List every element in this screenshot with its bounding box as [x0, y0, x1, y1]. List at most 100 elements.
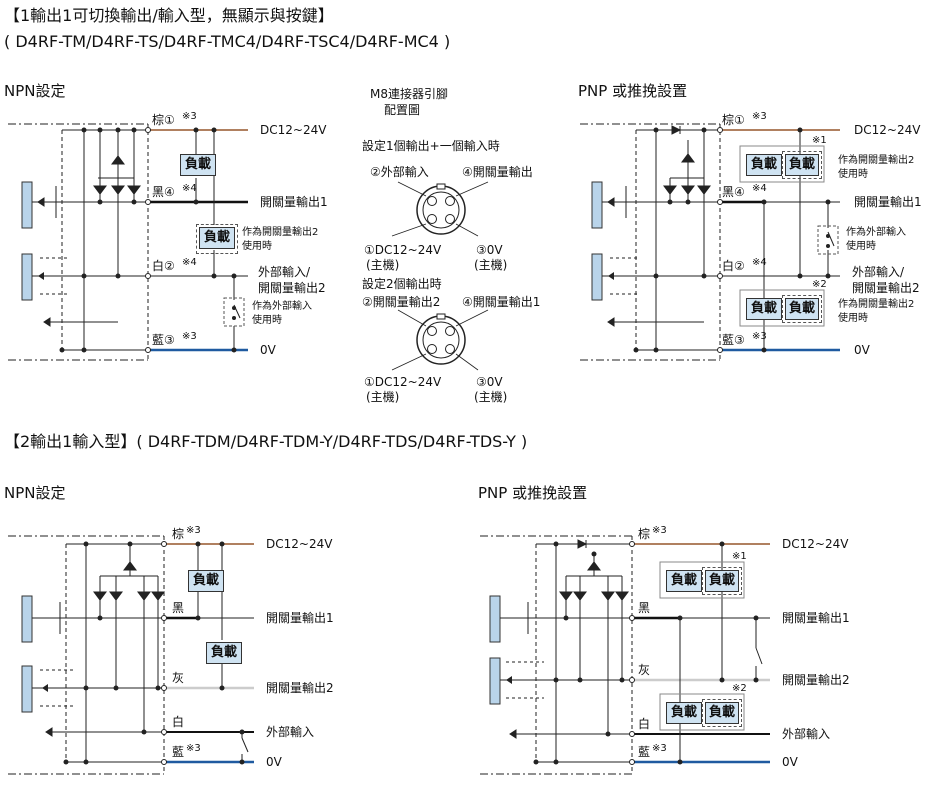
note-as-out2-a: 作為開關量輸出2 — [838, 299, 915, 310]
load-box: 負載 — [180, 154, 216, 176]
terminal-0v: 0V — [854, 343, 870, 357]
terminal-out2: 開關量輸出2 — [266, 681, 334, 695]
wire-white-2: 白② — [722, 259, 745, 273]
note3-1: ※3 — [182, 111, 197, 122]
section-pnp-2: PNP 或推挽設置 — [478, 484, 588, 502]
wire-black-3: 黑 — [172, 601, 185, 615]
note3-3b: ※3 — [186, 743, 201, 754]
wire-gray-4: 灰 — [638, 663, 651, 677]
pin4-out1: ④開關量輸出1 — [462, 295, 541, 309]
host-d: (主機) — [474, 390, 508, 404]
npn-diagram-2 — [8, 535, 254, 775]
terminal-out2: 開關量輸出2 — [782, 673, 850, 687]
note3-2: ※3 — [752, 111, 767, 122]
connector-title-a: M8連接器引腳 — [370, 87, 448, 101]
wire-white-3: 白 — [172, 715, 185, 729]
pin3-a: ③0V — [476, 243, 503, 257]
wire-black-1: 黑④ — [152, 185, 175, 199]
pnp-diagram-2 — [480, 535, 770, 775]
section-npn-2: NPN設定 — [4, 484, 66, 502]
note3-4b: ※3 — [652, 743, 667, 754]
pin1-b: ①DC12~24V — [364, 375, 442, 389]
note-as-in-b: 使用時 — [846, 241, 876, 252]
wire-white-4: 白 — [638, 717, 651, 731]
connector-setting1: 設定1個輸出+一個輸入時 — [362, 139, 500, 153]
host-c: (主機) — [366, 390, 400, 404]
load-box: 負載 — [746, 154, 782, 176]
note4-2: ※4 — [752, 183, 767, 194]
wire-brown-3: 棕 — [172, 527, 185, 541]
terminal-dc: DC12~24V — [854, 123, 921, 137]
note4-1b: ※4 — [182, 257, 197, 268]
note-as-out2-a: 作為開關量輸出2 — [242, 227, 319, 238]
terminal-ext-in-a: 外部輸入/ — [258, 265, 311, 279]
terminal-dc: DC12~24V — [782, 537, 849, 551]
note4-1: ※4 — [182, 183, 197, 194]
wire-brown-4: 棕 — [638, 527, 651, 541]
note2-4: ※2 — [732, 683, 747, 694]
pin2-out2: ②開關量輸出2 — [362, 295, 441, 309]
wire-blue-1: 藍③ — [152, 333, 175, 347]
load-box: 負載 — [666, 702, 702, 724]
terminal-dc: DC12~24V — [266, 537, 333, 551]
pin4-out: ④開關量輸出 — [462, 165, 533, 179]
terminal-out1: 開關量輸出1 — [854, 195, 922, 209]
npn-diagram-1 — [8, 123, 248, 361]
header2-title: 【2輸出1輸入型】( D4RF-TDM/D4RF-TDM-Y/D4RF-TDS/… — [4, 432, 528, 451]
wire-white-1: 白② — [152, 259, 175, 273]
load-box: 負載 — [705, 570, 739, 592]
load-box: 負載 — [785, 298, 819, 320]
note3-3: ※3 — [186, 525, 201, 536]
m8-connectors — [391, 181, 489, 371]
header1-models: ( D4RF-TM/D4RF-TS/D4RF-TMC4/D4RF-TSC4/D4… — [4, 32, 451, 51]
terminal-out1: 開關量輸出1 — [260, 195, 328, 209]
terminal-ext-in: 外部輸入 — [266, 725, 315, 739]
note4-2b: ※4 — [752, 257, 767, 268]
note1-4: ※1 — [732, 551, 747, 562]
terminal-dc: DC12~24V — [260, 123, 327, 137]
terminal-ext-in: 外部輸入 — [782, 727, 831, 741]
wire-blue-4: 藍 — [638, 745, 651, 759]
terminal-0v: 0V — [260, 343, 276, 357]
note-as-out2-b: 使用時 — [838, 313, 868, 324]
section-npn-1: NPN設定 — [4, 82, 66, 100]
note-as-out2-b: 使用時 — [242, 241, 272, 252]
note-as-in-a: 作為外部輸入 — [846, 227, 906, 238]
load-box: 負載 — [785, 154, 819, 176]
load-box: 負載 — [666, 570, 702, 592]
wire-blue-2: 藍③ — [722, 333, 745, 347]
note-as-in-a: 作為外部輸入 — [252, 301, 312, 312]
load-box: 負載 — [746, 298, 782, 320]
wire-brown-1: 棕① — [152, 113, 175, 127]
load-box: 負載 — [188, 570, 224, 592]
wire-black-4: 黑 — [638, 601, 651, 615]
terminal-0v: 0V — [782, 755, 798, 769]
terminal-0v: 0V — [266, 755, 282, 769]
connector-setting2: 設定2個輸出時 — [362, 277, 442, 291]
note3-1b: ※3 — [182, 331, 197, 342]
terminal-out1: 開關量輸出1 — [782, 611, 850, 625]
header1-title: 【1輸出1可切換輸出/輸入型，無顯示與按鍵】 — [4, 6, 334, 25]
wire-black-2: 黑④ — [722, 185, 745, 199]
terminal-ext-in-b: 開關量輸出2 — [258, 281, 326, 295]
terminal-out1: 開關量輸出1 — [266, 611, 334, 625]
load-box: 負載 — [705, 702, 739, 724]
wire-blue-3: 藍 — [172, 745, 185, 759]
pnp-diagram-1 — [580, 123, 840, 361]
note3-2b: ※3 — [752, 331, 767, 342]
note-as-out2-a: 作為開關量輸出2 — [838, 155, 915, 166]
wire-gray-3: 灰 — [172, 671, 185, 685]
pin1-a: ①DC12~24V — [364, 243, 442, 257]
section-pnp-1: PNP 或推挽設置 — [578, 82, 688, 100]
connector-title-b: 配置圖 — [384, 103, 421, 117]
note-as-in-b: 使用時 — [252, 315, 282, 326]
terminal-ext-in-b: 開關量輸出2 — [852, 281, 920, 295]
wire-brown-2: 棕① — [722, 113, 745, 127]
pin3-b: ③0V — [476, 375, 503, 389]
note1-2: ※1 — [812, 135, 827, 146]
note3-4: ※3 — [652, 525, 667, 536]
host-b: (主機) — [474, 258, 508, 272]
terminal-ext-in-a: 外部輸入/ — [852, 265, 905, 279]
load-box: 負載 — [199, 227, 235, 249]
note2-2: ※2 — [812, 279, 827, 290]
